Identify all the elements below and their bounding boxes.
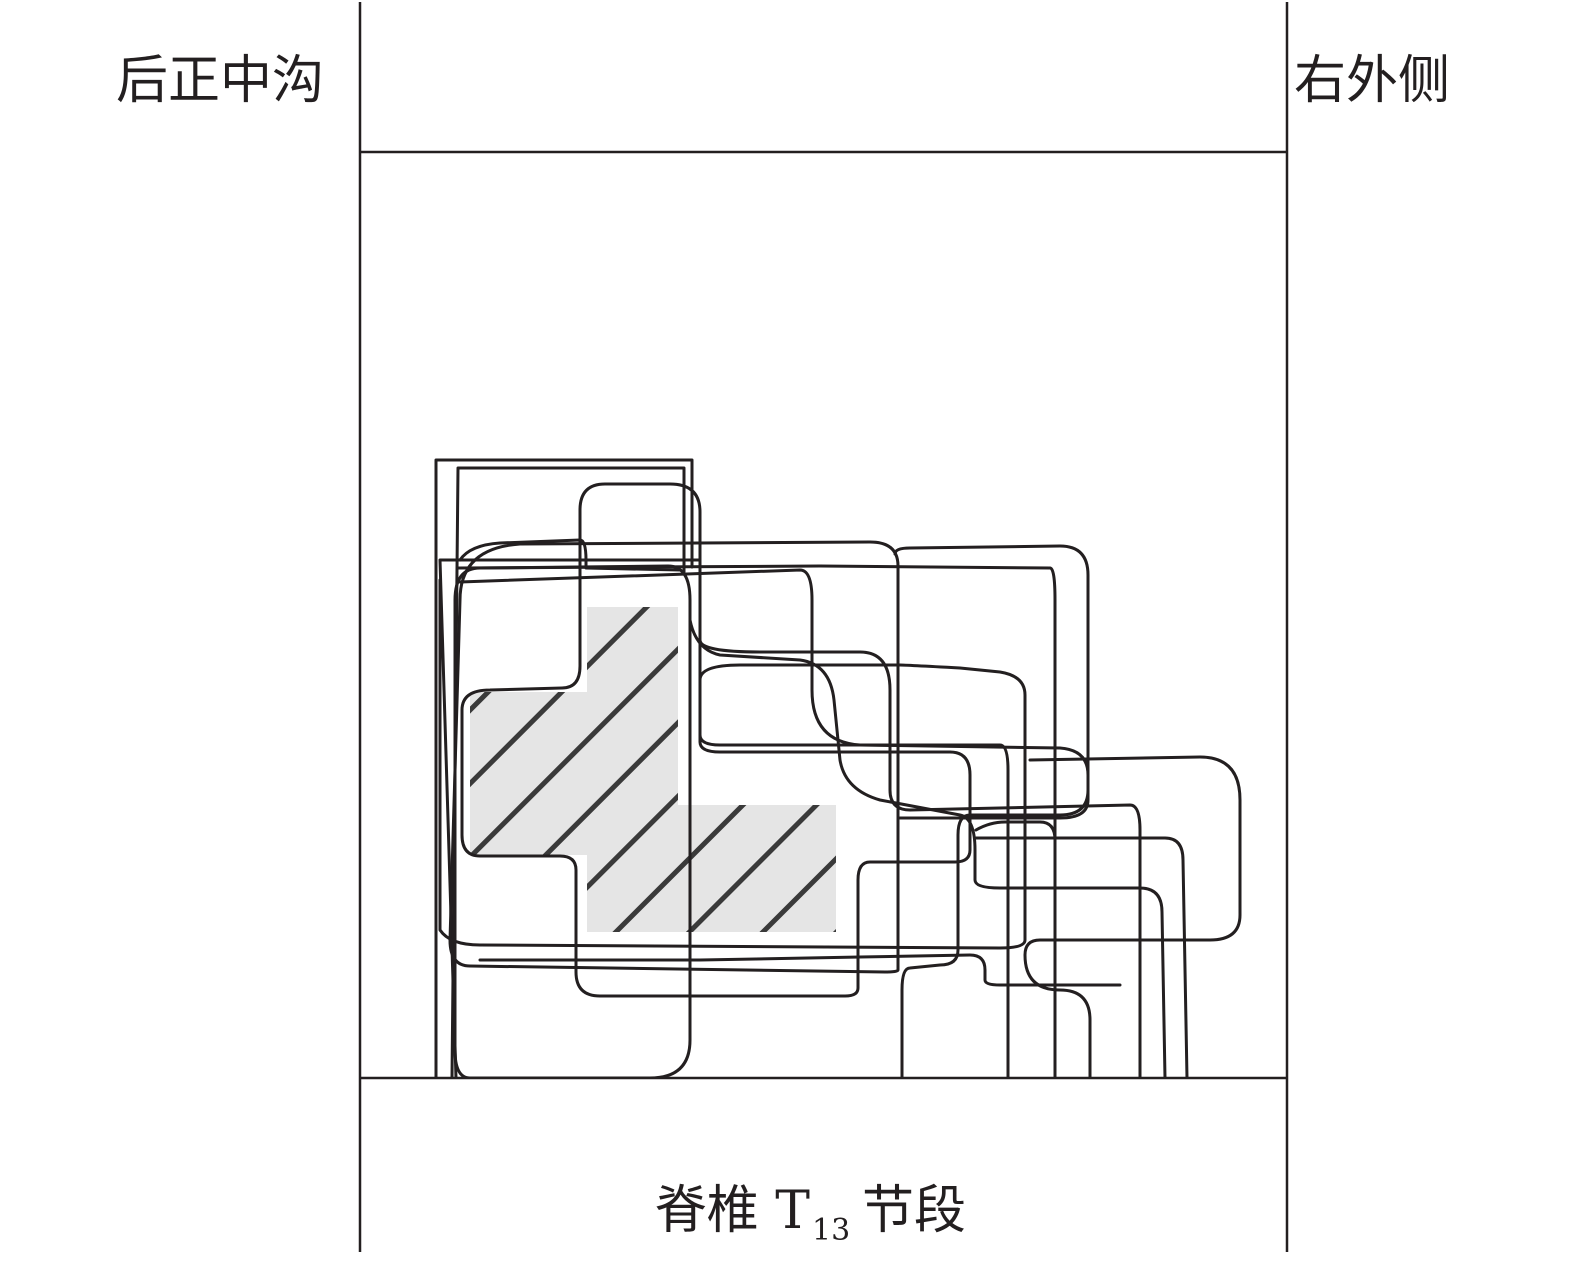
- hatched-region: [470, 607, 836, 932]
- frame: [358, 2, 1289, 1252]
- outline-step-a: [698, 638, 1142, 1078]
- label-right-lateral: 右外侧: [1294, 51, 1450, 111]
- outline-right-lobe: [893, 544, 1090, 1078]
- label-segment-main: 脊椎 T: [655, 1181, 811, 1241]
- outline-bottom-wave: [478, 953, 1122, 987]
- outline-far-right: [1023, 755, 1242, 1078]
- outline-top-line: [456, 564, 1057, 942]
- outline-tall-rect-a: [434, 458, 694, 1078]
- label-posterior-median-sulcus: 后正中沟: [116, 51, 324, 111]
- dermatome-outlines: [434, 458, 1242, 1078]
- label-segment-subscript: 13: [812, 1213, 850, 1248]
- outline-cross-shape: [460, 482, 972, 998]
- outline-step-b: [688, 618, 1167, 1078]
- label-spinal-segment: 脊椎 T 13 节段: [655, 1181, 966, 1248]
- outline-inner-top: [458, 538, 682, 572]
- outline-step-c: [698, 733, 1010, 1078]
- outline-mid-wave: [438, 578, 1027, 950]
- label-segment-suffix: 节段: [862, 1181, 966, 1241]
- outline-right-stem: [974, 836, 1189, 1078]
- outline-step-d: [974, 820, 1057, 1078]
- outline-central-lobe: [453, 564, 692, 1078]
